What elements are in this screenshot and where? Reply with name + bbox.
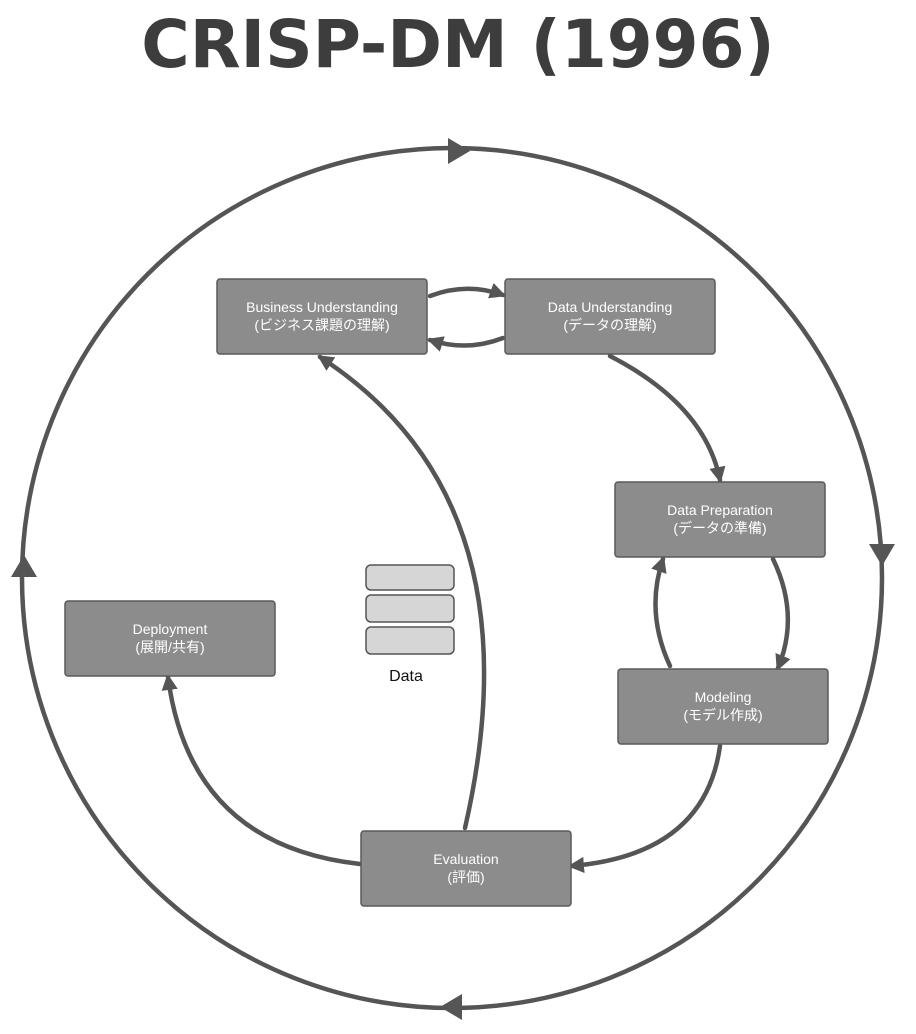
- outer-arrow-right: [869, 544, 895, 566]
- phase-data-understanding: Data Understanding (データの理解): [504, 278, 716, 355]
- modeling-label: Modeling: [695, 689, 752, 705]
- flow-data-understanding-to-preparation: [607, 353, 726, 484]
- deployment-label-ja: (展開/共有): [135, 639, 204, 655]
- deployment-label: Deployment: [133, 621, 208, 637]
- phase-business-understanding: Business Understanding (ビジネス課題の理解): [216, 278, 428, 355]
- flow-modeling-to-evaluation: [567, 743, 723, 874]
- phase-data-preparation: Data Preparation (データの準備): [614, 481, 826, 558]
- outer-arrow-bottom: [440, 994, 462, 1020]
- evaluation-label-ja: (評価): [447, 869, 484, 885]
- data-store-label: Data: [389, 668, 423, 685]
- data-understanding-label-ja: (データの理解): [563, 317, 656, 333]
- phase-modeling: Modeling (モデル作成): [617, 668, 829, 745]
- flow-evaluation-to-business: [317, 354, 487, 831]
- outer-arrow-top: [448, 138, 470, 164]
- database-icon: [365, 564, 455, 655]
- phase-deployment: Deployment (展開/共有): [64, 600, 276, 677]
- data-preparation-label: Data Preparation: [667, 502, 773, 518]
- modeling-label-ja: (モデル作成): [683, 707, 762, 723]
- flow-business-to-data-understanding: [427, 282, 507, 299]
- flow-preparation-to-modeling: [770, 556, 791, 671]
- evaluation-label: Evaluation: [433, 851, 498, 867]
- phase-evaluation: Evaluation (評価): [360, 830, 572, 907]
- business-understanding-label: Business Understanding: [246, 299, 398, 315]
- flow-evaluation-to-deployment: [161, 673, 363, 867]
- outer-arrow-left: [11, 555, 37, 577]
- data-understanding-label: Data Understanding: [548, 299, 673, 315]
- business-understanding-label-ja: (ビジネス課題の理解): [254, 317, 389, 333]
- data-preparation-label-ja: (データの準備): [673, 520, 766, 536]
- flow-modeling-to-preparation: [651, 555, 673, 669]
- flow-data-understanding-to-business: [426, 335, 506, 352]
- diagram-title: CRISP-DM (1996): [141, 6, 775, 83]
